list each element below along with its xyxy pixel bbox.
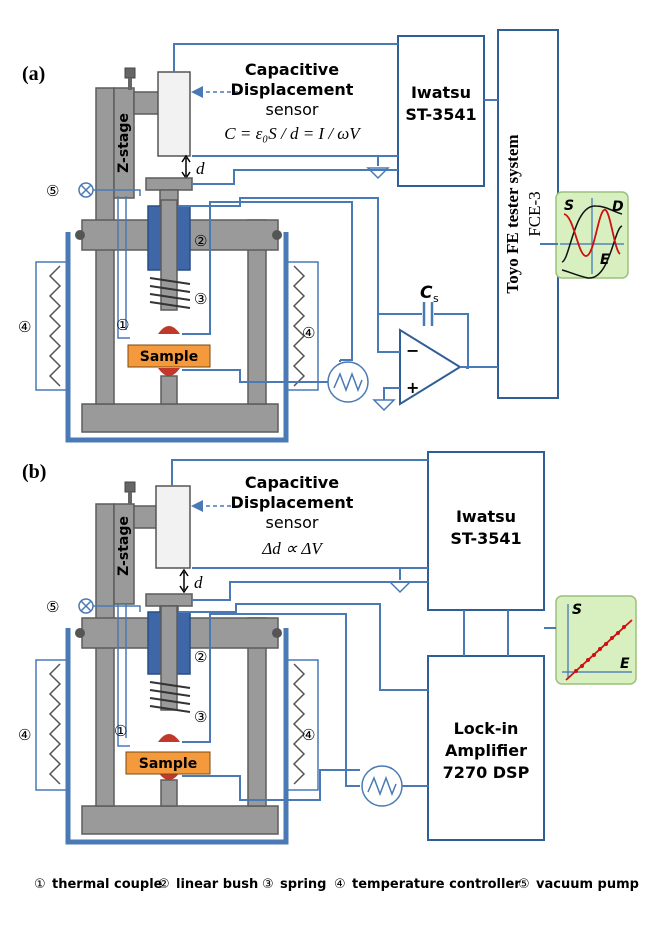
top-plate-a <box>145 177 193 191</box>
wire-sensor-iwatsu-a <box>173 43 398 72</box>
iwatsu-box-a <box>397 35 485 187</box>
legend: ① thermal couple ② linear bush ③ spring … <box>34 877 639 892</box>
legend-m3: ③ <box>262 877 274 892</box>
zstage-label-b: Z-stage <box>116 516 132 576</box>
sensor-label-line1-a: Capacitive <box>245 60 339 79</box>
zstage-column-a <box>113 87 135 199</box>
gap-label-a: d <box>196 159 205 178</box>
upper-electrode-a <box>158 326 180 334</box>
heater-right-a <box>286 261 319 391</box>
legend-t3: spring <box>280 877 326 892</box>
sample-a <box>127 344 211 368</box>
sample-label-a: Sample <box>140 349 198 365</box>
capacitor-subscript: s <box>433 292 439 305</box>
sensor-label-line2-b: Displacement <box>231 493 354 512</box>
lockin-label-line3: 7270 DSP <box>443 763 530 782</box>
legend-t4: temperature controller <box>352 877 521 892</box>
ground-symbol-a2 <box>372 399 396 412</box>
sensor-label-line3-a: sensor <box>265 100 318 119</box>
displacement-sensor-a <box>157 71 191 157</box>
sensor-label-line2-a: Displacement <box>231 80 354 99</box>
chamber-a <box>65 232 289 443</box>
toyo-label-line2: FCE-3 <box>525 191 544 236</box>
marker-2-b: ② <box>194 648 207 666</box>
sample-b <box>125 751 211 775</box>
legend-t5: vacuum pump <box>536 877 639 892</box>
capacitor-label: C <box>420 283 433 303</box>
legend-m2: ② <box>158 877 170 892</box>
displacement-sensor-b <box>155 485 191 569</box>
iwatsu-label-line1-b: Iwatsu <box>456 507 516 526</box>
marker-4-left-a: ④ <box>18 318 31 336</box>
panel-b: (b) Z-stage d Sample ① ② ③ ⑤ <box>18 451 637 845</box>
legend-t2: linear bush <box>176 877 258 892</box>
legend-m5: ⑤ <box>518 877 530 892</box>
inset-linear <box>555 595 637 685</box>
iwatsu-label-line2-a: ST-3541 <box>405 105 476 124</box>
marker-1-b: ① <box>114 722 127 740</box>
legend-m1: ① <box>34 877 46 892</box>
ground-symbol-b <box>388 581 412 594</box>
rod-a <box>160 199 178 311</box>
op-amp-minus: − <box>406 341 419 360</box>
zstage-knob-stem-a <box>128 78 132 90</box>
sensor-label-line3-b: sensor <box>265 513 318 532</box>
capacitance-formula: C = ε₀S / d = I / ωV <box>224 124 362 143</box>
inset-points <box>574 625 626 673</box>
heater-left-a <box>35 261 68 391</box>
op-amp <box>399 328 462 406</box>
displacement-formula: Δd ∝ ΔV <box>261 539 324 558</box>
marker-4-right-b: ④ <box>302 726 315 744</box>
spring-b <box>149 681 191 713</box>
zstage-column-b <box>113 503 135 605</box>
lower-electrode-a <box>158 368 180 376</box>
marker-5-b: ⑤ <box>46 598 59 616</box>
ground-symbol-a1 <box>366 167 390 180</box>
gap-label-b: d <box>194 573 203 592</box>
panel-b-label: (b) <box>22 461 46 483</box>
marker-4-right-a: ④ <box>302 324 315 342</box>
chamber-b <box>65 628 289 845</box>
marker-3-a: ③ <box>194 290 207 308</box>
thermal-couple-a <box>117 196 130 339</box>
inset-E-a: E <box>600 252 610 268</box>
marker-4-left-b: ④ <box>18 726 31 744</box>
spring-a <box>149 277 191 309</box>
iwatsu-label-line1-a: Iwatsu <box>411 83 471 102</box>
sample-label-b: Sample <box>139 756 197 772</box>
inset-D-a: D <box>612 199 624 215</box>
inset-S-b: S <box>572 602 582 618</box>
lockin-box <box>427 655 545 841</box>
marker-3-b: ③ <box>194 708 207 726</box>
top-plate-b <box>145 593 193 607</box>
sensor-label-line1-b: Capacitive <box>245 473 339 492</box>
marker-2-a: ② <box>194 232 207 250</box>
left-post-b <box>95 503 115 807</box>
zstage-knob-a <box>124 67 136 79</box>
op-amp-plus: + <box>406 378 419 397</box>
iwatsu-box-b <box>427 451 545 611</box>
inset-S-a: S <box>564 198 574 214</box>
legend-t1: thermal couple <box>52 877 163 892</box>
base-plate-b <box>81 805 279 835</box>
panel-a: (a) Z-stage d <box>18 29 629 443</box>
inset-E-b: E <box>620 656 630 672</box>
lockin-label-line2: Amplifier <box>445 741 527 760</box>
legend-m4: ④ <box>334 877 346 892</box>
panel-a-label: (a) <box>22 63 45 85</box>
marker-5-a: ⑤ <box>46 182 59 200</box>
iwatsu-label-line2-b: ST-3541 <box>450 529 521 548</box>
zstage-label-a: Z-stage <box>116 113 132 173</box>
lockin-label-line1: Lock-in <box>454 719 519 738</box>
marker-1-a: ① <box>116 316 129 334</box>
toyo-label-line1: Toyo FE tester system <box>503 134 522 293</box>
base-plate-a <box>81 403 279 433</box>
